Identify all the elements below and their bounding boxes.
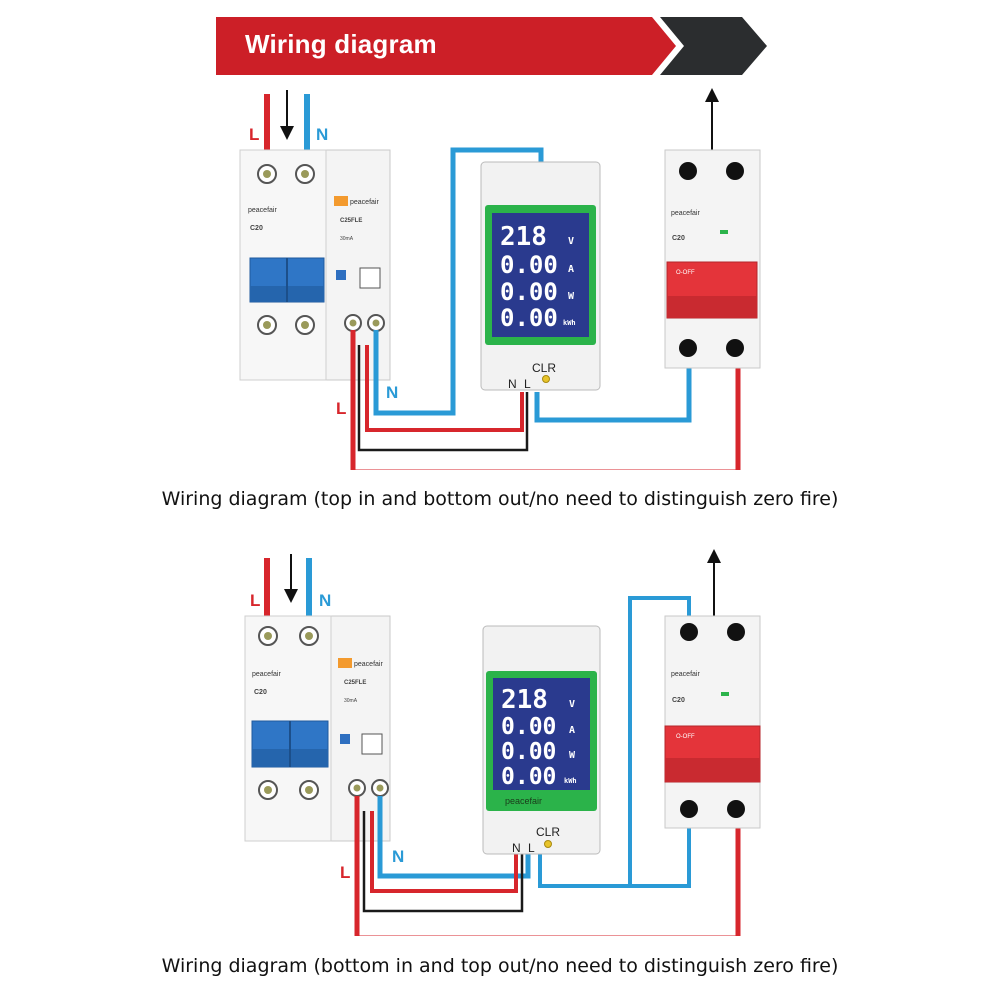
wiring-diagram-top-in: L N peacefair C20 peacefair C25FLE 30mA: [239, 88, 761, 470]
label-l-out: L: [340, 863, 350, 882]
meter-kwh-unit: kWh: [563, 319, 576, 327]
arrow-up-icon: [705, 88, 719, 102]
rcbo-rating: C20: [250, 225, 263, 232]
banner-title: Wiring diagram: [245, 29, 437, 59]
label-l-in: L: [250, 591, 260, 610]
rcbo-brand: peacefair: [248, 207, 277, 214]
label-l-out: L: [336, 399, 346, 418]
rcbo-ma: 30mA: [340, 236, 354, 242]
meter-w-unit: W: [569, 750, 576, 761]
meter-n-terminal: N: [508, 377, 517, 391]
wires-diagram1: L N: [336, 147, 741, 470]
meter-voltage: 218: [501, 685, 548, 715]
arrow-up-icon: [707, 549, 721, 563]
rcbo-model: C25FLE: [344, 680, 366, 686]
meter-a-unit: A: [568, 264, 574, 275]
meter-l-terminal: L: [528, 841, 535, 855]
meter-voltage: 218: [500, 222, 547, 252]
meter-clr-button: [542, 375, 550, 383]
rcbo-breaker: peacefair C20 peacefair C25FLE 30mA: [244, 615, 391, 842]
rcbo-brand-2: peacefair: [354, 661, 383, 668]
mcb-off-label: O-OFF: [676, 270, 695, 276]
mcb-breaker: peacefair C20 O-OFF: [664, 88, 761, 369]
meter-a-unit: A: [569, 725, 575, 736]
mcb-brand: peacefair: [671, 671, 700, 678]
meter-current: 0.00: [500, 251, 558, 279]
banner-red-arrow: [216, 17, 676, 75]
power-meter: 218 V 0.00 A 0.00 W 0.00 kWh CLR N L: [480, 161, 601, 391]
rcbo-ma: 30mA: [344, 698, 358, 704]
meter-kwh-unit: kWh: [564, 777, 577, 785]
arrow-down-icon: [280, 126, 294, 140]
meter-energy: 0.00: [500, 304, 558, 332]
mcb-breaker: peacefair C20 O-OFF: [664, 549, 761, 829]
rcbo-brand-2: peacefair: [350, 199, 379, 206]
label-n-in: N: [319, 591, 331, 610]
wiring-diagram-bottom-in: L N peacefair C20 peacefair C25FLE 30mA: [244, 549, 761, 936]
meter-v-unit: V: [569, 699, 575, 710]
meter-clr-label: CLR: [536, 825, 560, 839]
rcbo-model: C25FLE: [340, 218, 362, 224]
meter-energy: 0.00: [501, 764, 556, 790]
mcb-off-label: O-OFF: [676, 734, 695, 740]
meter-clr-button: [544, 840, 552, 848]
meter-power: 0.00: [501, 739, 556, 765]
wires-diagram2: L N: [340, 596, 741, 936]
meter-power: 0.00: [500, 278, 558, 306]
meter-clr-label: CLR: [532, 361, 556, 375]
banner-arrow-shapes: [216, 17, 767, 75]
label-l-in: L: [249, 125, 259, 144]
meter-w-unit: W: [568, 291, 575, 302]
mcb-brand: peacefair: [671, 210, 700, 217]
banner-dark-chevron: [660, 17, 767, 75]
meter-l-terminal: L: [524, 377, 531, 391]
meter-brand: peacefair: [505, 796, 542, 806]
arrow-down-icon: [284, 589, 298, 603]
mcb-rating: C20: [672, 697, 685, 704]
caption-diagram1: Wiring diagram (top in and bottom out/no…: [161, 488, 839, 510]
mcb-rating: C20: [672, 235, 685, 242]
label-n-in: N: [316, 125, 328, 144]
rcbo-rating: C20: [254, 689, 267, 696]
label-n-out: N: [386, 383, 398, 402]
rcbo-breaker: peacefair C20 peacefair C25FLE 30mA: [239, 149, 391, 381]
meter-v-unit: V: [568, 236, 574, 247]
label-n-out: N: [392, 847, 404, 866]
caption-diagram2: Wiring diagram (bottom in and top out/no…: [161, 955, 839, 977]
power-meter: 218 V 0.00 A 0.00 W 0.00 kWh peacefair C…: [482, 625, 601, 855]
meter-current: 0.00: [501, 714, 556, 740]
rcbo-brand: peacefair: [252, 671, 281, 678]
title-banner: Wiring diagram: [0, 0, 1000, 90]
meter-n-terminal: N: [512, 841, 521, 855]
